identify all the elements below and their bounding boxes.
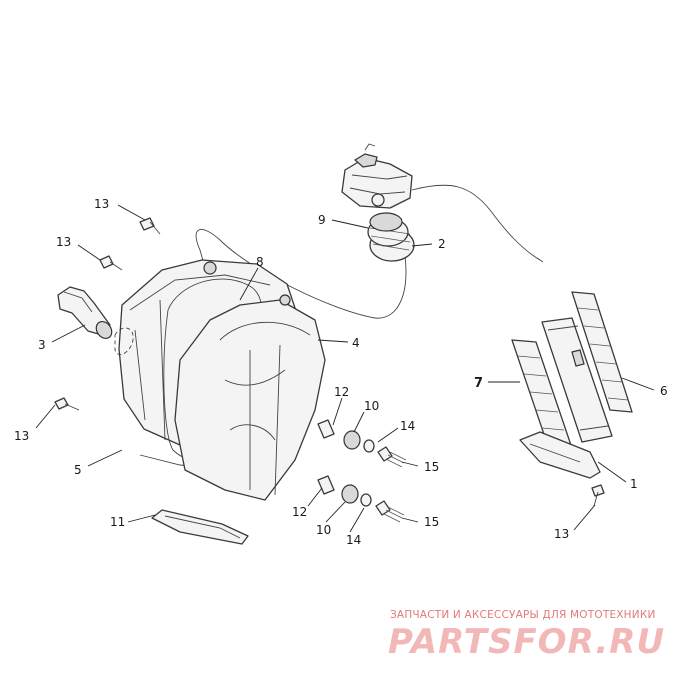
filter-grille-rear: [571, 291, 633, 413]
callout-12-lower: 12: [292, 505, 307, 519]
screw-mid-left: [99, 255, 123, 271]
airbox-front-cover: [174, 261, 326, 501]
callout-14-upper: 14: [400, 419, 415, 433]
callout-2: 2: [438, 237, 446, 251]
intake-manifold: [367, 212, 415, 262]
callout-7: 7: [474, 376, 483, 391]
hardware-set-lower: [317, 475, 405, 523]
callout-12-upper: 12: [334, 385, 349, 399]
callout-15-upper: 15: [424, 460, 439, 474]
intake-elbow-duct: [57, 286, 113, 339]
callout-8: 8: [256, 255, 264, 269]
watermark-logo: PARTSFOR.RU: [388, 622, 665, 662]
throttle-cable: [411, 184, 541, 261]
callout-13-lower: 13: [14, 429, 29, 443]
callout-10-lower: 10: [316, 523, 331, 537]
callout-4: 4: [352, 336, 360, 350]
carburetor: [341, 143, 413, 209]
callout-11: 11: [110, 515, 125, 529]
watermark-tagline: ЗАПЧАСТИ И АКСЕССУАРЫ ДЛЯ МОТОТЕХНИКИ: [390, 609, 656, 621]
screw-lower-left: [54, 397, 80, 411]
filter-support-tray: [519, 431, 601, 479]
callout-3: 3: [38, 338, 46, 352]
callout-6: 6: [660, 384, 668, 398]
callout-1: 1: [630, 477, 638, 491]
screw-filter: [591, 484, 605, 507]
callout-13-filter: 13: [554, 527, 569, 541]
screw-top-left: [139, 217, 161, 235]
callout-10-upper: 10: [364, 399, 379, 413]
callout-5: 5: [74, 463, 82, 477]
callout-9: 9: [318, 213, 326, 227]
cover-gasket: [151, 509, 249, 545]
callout-15-lower: 15: [424, 515, 439, 529]
callout-13-mid: 13: [56, 235, 71, 249]
breather-hose: [195, 229, 407, 319]
hardware-set-upper: [317, 419, 407, 468]
air-filter-element: [541, 317, 613, 443]
callout-14-lower: 14: [346, 533, 361, 547]
callout-13-top: 13: [94, 197, 109, 211]
